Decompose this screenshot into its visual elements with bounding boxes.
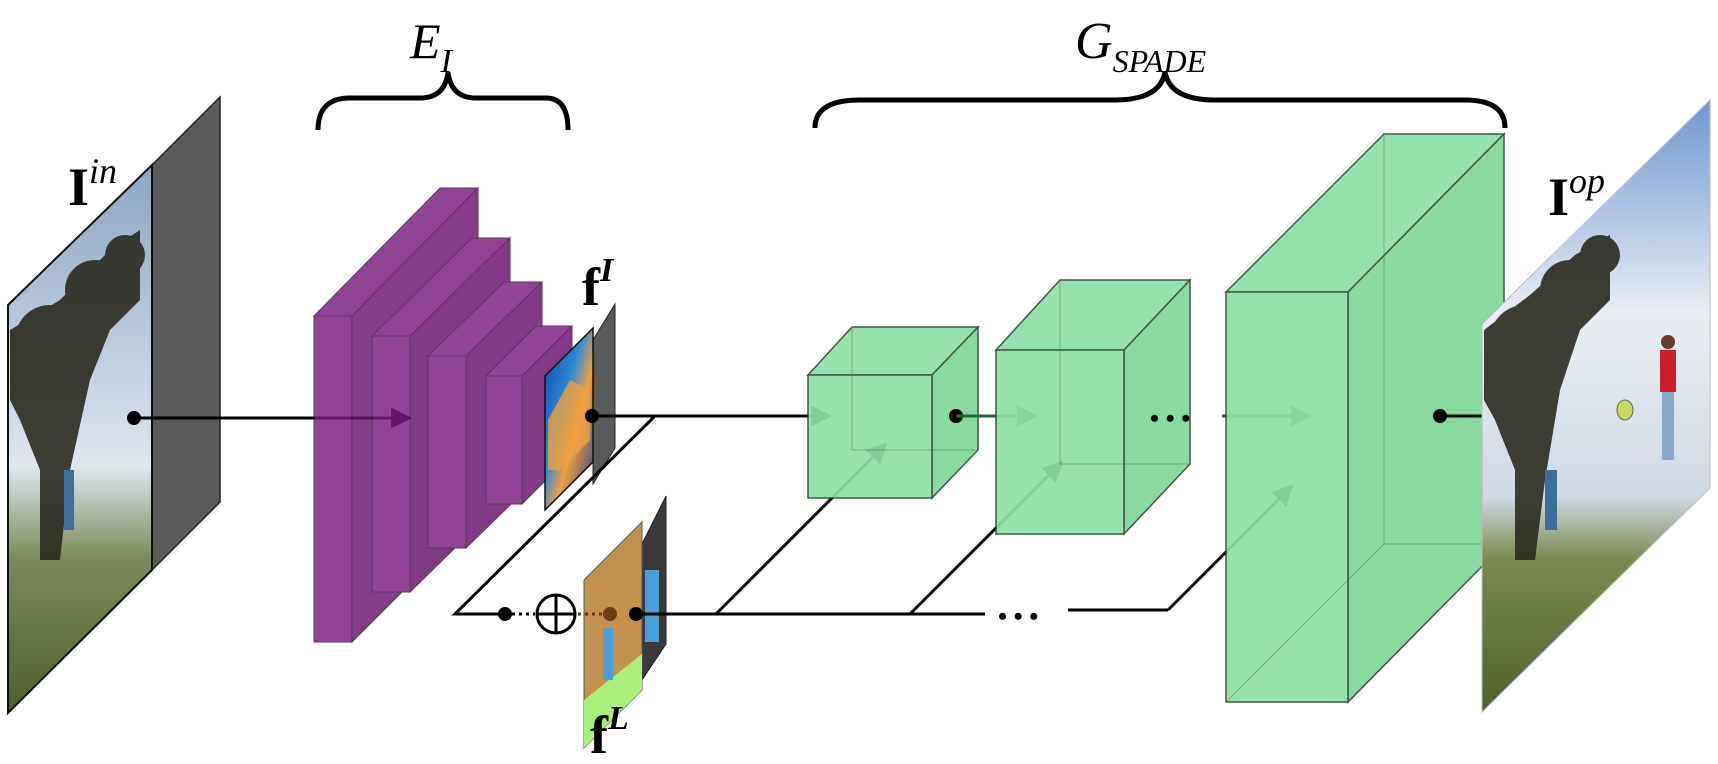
output-label: Iop bbox=[1548, 161, 1605, 227]
feature-image-map bbox=[544, 302, 616, 512]
label-map-dot bbox=[603, 607, 617, 621]
generator-ellipsis: • • • bbox=[1150, 404, 1190, 433]
input-extra-channel bbox=[151, 95, 221, 572]
output-image-panel: Iop bbox=[1481, 98, 1711, 714]
feature-to-concat-line bbox=[451, 414, 657, 616]
encoder-block bbox=[312, 186, 574, 644]
output-person-right bbox=[1660, 335, 1676, 460]
input-dot bbox=[127, 411, 141, 425]
feature-label-map bbox=[583, 495, 667, 750]
label-path-ellipsis: • • • bbox=[998, 602, 1038, 631]
input-person bbox=[64, 470, 74, 530]
output-tree-silhouette bbox=[1484, 235, 1620, 560]
output-person-left bbox=[1545, 470, 1557, 530]
generator-brace bbox=[812, 71, 1508, 129]
input-image-panel: Iin bbox=[7, 95, 221, 716]
generator-block-2 bbox=[994, 278, 1192, 536]
encoder-brace bbox=[315, 71, 571, 131]
encoder-label: EI bbox=[409, 13, 454, 80]
output-photo bbox=[1481, 98, 1711, 714]
output-frisbee bbox=[1616, 399, 1634, 421]
input-tree-silhouette bbox=[10, 230, 145, 560]
generator-label: GSPADE bbox=[1075, 13, 1207, 79]
concat-operator bbox=[535, 593, 577, 635]
input-label: Iin bbox=[68, 151, 117, 217]
generator-block-1 bbox=[806, 325, 980, 500]
generator-block-3 bbox=[1224, 132, 1506, 704]
feature-image-label: fI bbox=[582, 252, 615, 317]
feature-label-label: fL bbox=[590, 700, 629, 764]
